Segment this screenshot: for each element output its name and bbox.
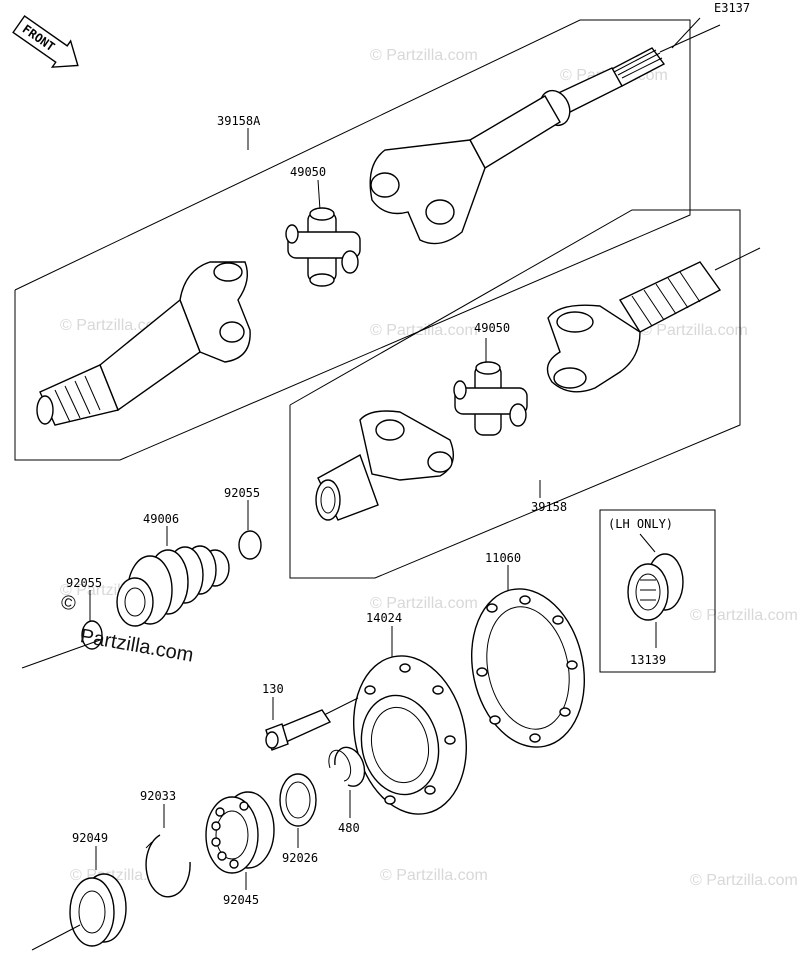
front-arrow: FRONT — [12, 15, 79, 68]
watermark-text: © Partzilla.com — [640, 322, 748, 339]
callout-11060: 11060 — [485, 551, 521, 565]
callout-92026: 92026 — [282, 851, 318, 865]
washer-92026 — [279, 773, 317, 827]
housing-14024 — [352, 655, 468, 815]
oil-seal-92049 — [69, 873, 127, 947]
background-watermarks: © Partzilla.com © Partzilla.com © Partzi… — [60, 47, 798, 889]
callout-39158: 39158 — [531, 500, 567, 514]
assembly-box-39158a — [14, 19, 691, 461]
inner-yoke-lower — [315, 410, 454, 521]
callout-49050-top: 49050 — [290, 165, 326, 179]
cv-boot-49006 — [116, 545, 230, 627]
gasket-11060 — [470, 588, 586, 748]
watermark-text: © Partzilla.com — [60, 317, 168, 334]
callout-92055-b: 92055 — [66, 576, 102, 590]
watermark-site: Partzilla.com — [79, 625, 196, 667]
callout-92055-a: 92055 — [224, 486, 260, 500]
callout-13139: 13139 — [630, 653, 666, 667]
watermark-copyright: © — [59, 591, 78, 615]
callout-92049: 92049 — [72, 831, 108, 845]
callout-130: 130 — [262, 682, 284, 696]
watermark-text: © Partzilla.com — [690, 607, 798, 624]
outer-shaft-lower — [546, 247, 761, 393]
circlip-92033 — [145, 834, 191, 898]
callout-92033: 92033 — [140, 789, 176, 803]
diagram-code: E3137 — [714, 1, 750, 15]
o-ring-92055-upper — [238, 530, 262, 560]
snap-ring-480 — [328, 746, 366, 787]
callout-480: 480 — [338, 821, 360, 835]
bearing-92045 — [205, 791, 275, 874]
inner-shaft-upper — [36, 261, 251, 426]
watermark-text: © Partzilla.com — [370, 47, 478, 64]
universal-joint-cross-mid — [453, 361, 528, 436]
watermark-text: © Partzilla.com — [690, 872, 798, 889]
watermark-text: © Partzilla.com — [370, 322, 478, 339]
lh-only-box: (LH ONLY) 13139 — [599, 509, 716, 673]
bolt-130 — [265, 697, 359, 751]
callout-39158a: 39158A — [217, 114, 261, 128]
watermark-text: © Partzilla.com — [380, 867, 488, 884]
universal-joint-cross-top — [285, 207, 361, 287]
lh-only-label: (LH ONLY) — [608, 517, 673, 531]
callout-92045: 92045 — [223, 893, 259, 907]
watermark-text: © Partzilla.com — [370, 595, 478, 612]
assembly-box-39158 — [289, 209, 741, 579]
callout-49050-mid: 49050 — [474, 321, 510, 335]
o-ring-92055-lower — [81, 620, 103, 650]
callout-49006: 49006 — [143, 512, 179, 526]
callout-14024: 14024 — [366, 611, 402, 625]
outer-shaft-upper — [369, 24, 721, 245]
